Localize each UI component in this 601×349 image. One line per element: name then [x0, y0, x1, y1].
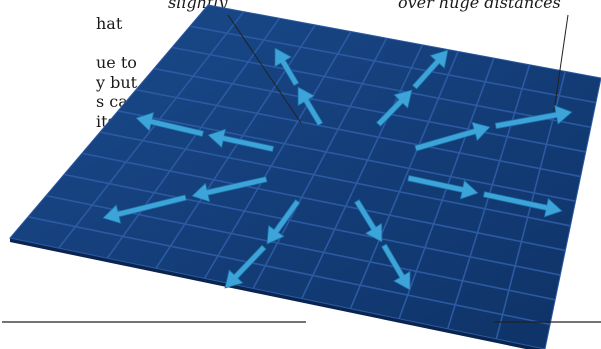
expansion-arrow: [224, 244, 267, 289]
grid-line: [106, 17, 281, 259]
expansion-arrows: [102, 47, 573, 291]
grid-line: [153, 67, 586, 153]
expansion-arrow: [266, 199, 301, 245]
grid-line: [349, 51, 459, 309]
expansion-arrow: [412, 49, 449, 90]
expansion-arrow: [297, 86, 324, 126]
expansion-arrow: [376, 89, 413, 127]
expansion-arrow: [381, 243, 411, 291]
callout-huge-distances: over huge distances: [398, 0, 561, 12]
grid-line: [171, 46, 591, 129]
grid-line: [301, 44, 424, 299]
body-text-line-4: y but: [96, 72, 138, 92]
expansion-arrow: [494, 105, 573, 130]
grid-line: [63, 173, 561, 276]
grid-line: [252, 37, 388, 289]
expansion-arrow: [354, 199, 383, 243]
grid-plane: [9, 4, 601, 349]
expansion-arrow: [482, 191, 563, 218]
grid-line: [81, 152, 566, 252]
grid-line: [189, 25, 597, 104]
expansion-arrow: [191, 176, 268, 203]
grid-line: [58, 11, 245, 249]
grid-line: [117, 110, 576, 202]
expansion-arrow: [407, 174, 479, 200]
grid-line: [27, 216, 551, 326]
expansion-arrow: [414, 121, 491, 152]
callout-leaders: [227, 14, 569, 124]
leader-line-huge: [552, 14, 569, 119]
leader-line-slightly: [227, 14, 302, 124]
expansion-arrow: [135, 112, 205, 137]
grid-line: [135, 88, 581, 178]
body-text-line-3: ue to: [96, 53, 137, 72]
expansion-arrow: [102, 194, 187, 224]
grid-line: [203, 31, 352, 279]
grid-line: [99, 131, 571, 227]
body-text-line-1: hat: [96, 14, 123, 33]
grid-plane-surface: [9, 4, 601, 349]
expansion-arrow: [207, 128, 275, 153]
expansion-arrow: [274, 47, 300, 87]
